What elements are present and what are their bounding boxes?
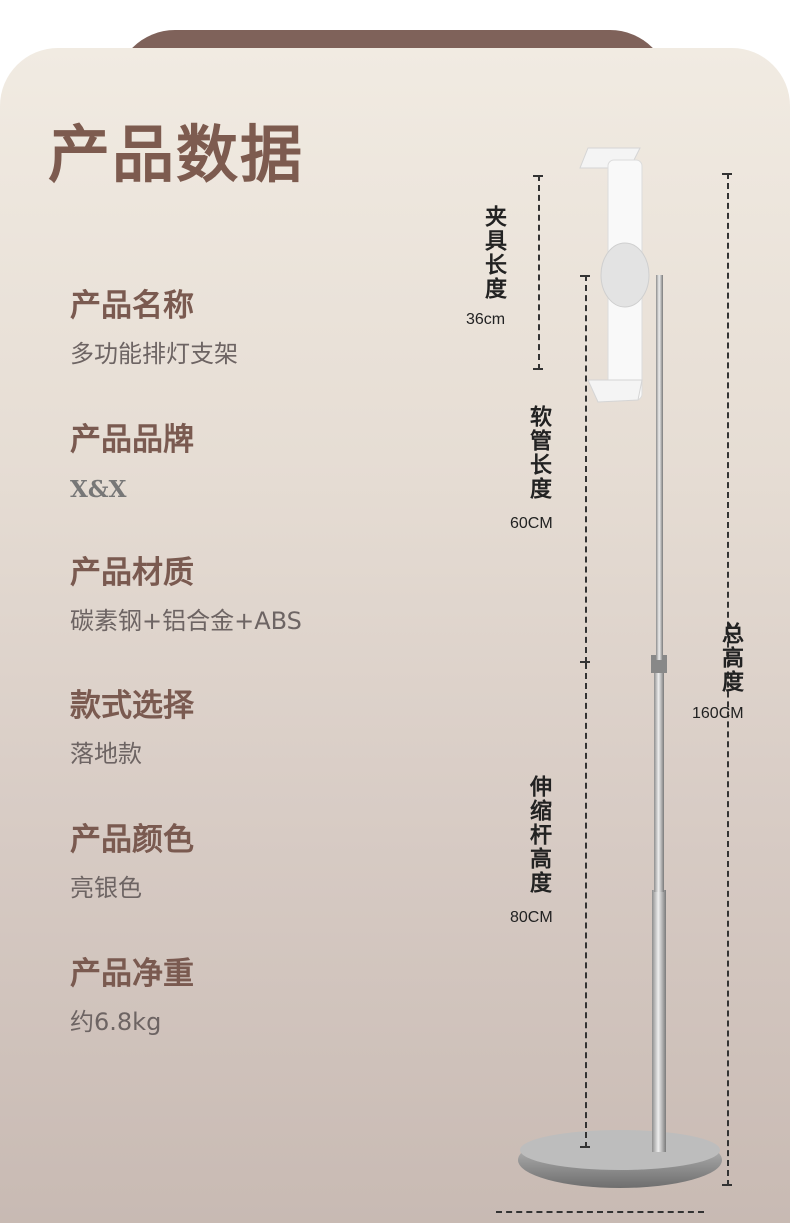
spec-value-name: 多功能排灯支架 bbox=[70, 340, 238, 368]
total-height-value: 160CM bbox=[692, 705, 744, 722]
clamp-length-value: 36cm bbox=[466, 311, 506, 328]
total-height-label: 总高度 bbox=[718, 622, 743, 694]
rod-height-label: 伸缩杆高度 bbox=[526, 775, 551, 895]
hose-length-value: 60CM bbox=[510, 515, 553, 532]
clamp-dimension-line bbox=[538, 175, 540, 370]
clamp-knob bbox=[600, 242, 650, 308]
hose-dim-tick-top bbox=[580, 275, 590, 277]
clamp-length-label: 夹具长度 bbox=[481, 205, 506, 301]
clamp-dim-tick-top bbox=[533, 175, 543, 177]
spec-label-style: 款式选择 bbox=[70, 688, 194, 724]
base-top bbox=[520, 1130, 720, 1170]
spec-value-weight: 约6.8kg bbox=[70, 1008, 162, 1036]
spec-label-material: 产品材质 bbox=[70, 555, 194, 591]
base-width-dimension-line bbox=[496, 1211, 704, 1213]
spec-label-name: 产品名称 bbox=[70, 288, 194, 324]
clamp-bottom-jaw bbox=[587, 379, 643, 403]
page-title: 产品数据 bbox=[48, 118, 305, 191]
hose-length-label: 软管长度 bbox=[526, 405, 551, 501]
gooseneck-hose bbox=[656, 275, 663, 660]
spec-value-material: 碳素钢+铝合金+ABS bbox=[70, 607, 302, 635]
spec-value-style: 落地款 bbox=[70, 740, 142, 768]
hose-dim-tick-bottom bbox=[580, 661, 590, 663]
rod-dimension-line bbox=[585, 663, 587, 1148]
hose-dimension-line bbox=[585, 275, 587, 663]
lower-rod bbox=[652, 890, 666, 1152]
clamp-dim-tick-bottom bbox=[533, 368, 543, 370]
rod-dim-tick-bottom bbox=[580, 1146, 590, 1148]
total-dim-tick-top bbox=[722, 173, 732, 175]
spec-label-brand: 产品品牌 bbox=[70, 422, 194, 458]
spec-value-color: 亮银色 bbox=[70, 874, 142, 902]
floor-stand-illustration bbox=[518, 147, 722, 1188]
spec-label-weight: 产品净重 bbox=[70, 956, 194, 992]
total-dim-tick-bottom bbox=[722, 1184, 732, 1186]
total-height-dimension-line bbox=[727, 173, 729, 1186]
spec-label-color: 产品颜色 bbox=[70, 822, 194, 858]
rod-height-value: 80CM bbox=[510, 909, 553, 926]
upper-rod bbox=[654, 660, 664, 892]
spec-value-brand: X&X bbox=[70, 476, 127, 503]
